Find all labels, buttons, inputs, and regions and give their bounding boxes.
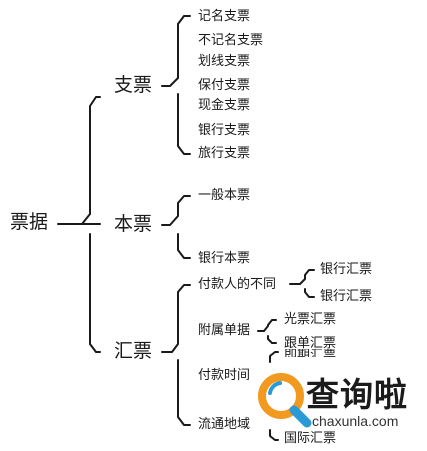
time-bracket — [269, 351, 279, 363]
check-bracket — [161, 15, 191, 155]
draft-group-label: 付款时间 — [198, 368, 251, 383]
payer-item: 银行汇票 — [320, 289, 373, 304]
docs-item: 光票汇票 — [284, 312, 337, 327]
note-bracket — [161, 195, 191, 259]
check-item: 银行支票 — [198, 123, 251, 138]
magnifier-icon — [258, 373, 312, 428]
region-item: 国际汇票 — [284, 431, 337, 446]
payer-bracket — [289, 269, 315, 298]
check-item: 旅行支票 — [198, 146, 251, 161]
watermark-domain: chaxunla.com — [312, 413, 399, 429]
note-item: 一般本票 — [198, 188, 251, 203]
draft-group-label: 附属单据 — [198, 323, 251, 338]
note-item: 银行本票 — [198, 251, 251, 266]
check-item: 保付支票 — [198, 78, 251, 93]
check-item: 不记名支票 — [198, 33, 264, 48]
root-label: 票据 — [10, 211, 49, 233]
docs-bracket — [257, 319, 277, 344]
watermark-logo: 查询啦 chaxunla.com — [254, 366, 424, 438]
check-item: 记名支票 — [198, 9, 251, 24]
check-item: 现金支票 — [198, 98, 251, 113]
time-item: 即期汇票 — [284, 349, 337, 357]
watermark-name: 查询啦 — [306, 375, 408, 414]
draft-bracket — [161, 284, 191, 426]
category-bill-of-exchange: 汇票 — [114, 340, 153, 362]
check-item: 划线支票 — [198, 54, 251, 69]
docs-item: 跟单汇票 — [284, 336, 337, 351]
draft-group-label: 流通地域 — [198, 417, 251, 432]
region-bracket — [269, 429, 279, 441]
draft-group-label: 付款人的不同 — [198, 277, 277, 292]
category-promissory-note: 本票 — [114, 213, 153, 235]
category-check: 支票 — [114, 74, 153, 96]
payer-item: 银行汇票 — [320, 262, 373, 277]
root-bracket — [57, 96, 101, 353]
